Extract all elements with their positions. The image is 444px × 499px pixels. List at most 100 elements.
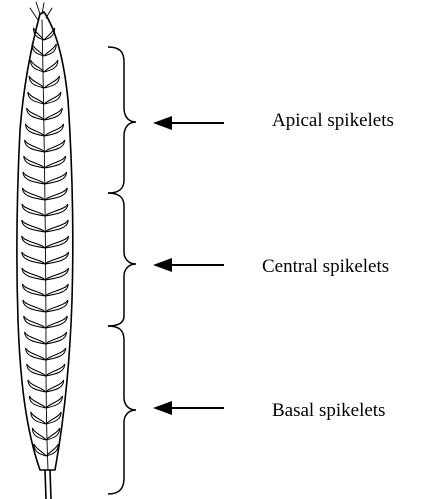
spikelet	[22, 188, 44, 200]
spikelet	[22, 220, 45, 232]
spikelet	[45, 236, 68, 248]
spikelet	[29, 396, 46, 408]
left-arrow-icon	[153, 116, 172, 130]
spikelet	[46, 444, 58, 456]
spikelet-vein	[47, 255, 66, 262]
spikelet-vein	[46, 79, 57, 86]
spikelet-vein	[32, 63, 42, 70]
spikelet-vein	[48, 415, 59, 422]
spikelet-vein	[24, 271, 43, 278]
spikelet-vein	[24, 287, 43, 294]
spikelet-vein	[47, 287, 66, 294]
spikelet-vein	[47, 175, 65, 182]
spikelet	[45, 188, 67, 200]
spikelet-vein	[48, 367, 63, 374]
central-spikelets-label: Central spikelets	[262, 256, 389, 278]
spikelet-vein	[30, 95, 43, 102]
spikelet-vein	[28, 351, 44, 358]
spikelet-vein	[29, 111, 43, 118]
spikelet-vein	[46, 31, 53, 38]
central-arrow	[153, 258, 224, 272]
spikelet-vein	[24, 223, 43, 230]
spikelet-vein	[27, 335, 44, 342]
ear-outline	[17, 12, 73, 470]
spikelet	[45, 284, 68, 296]
spikelet-vein	[47, 143, 63, 150]
spikelet-vein	[25, 303, 43, 310]
spikelet	[32, 428, 46, 440]
spikelet-vein	[24, 207, 43, 214]
spikelet	[44, 108, 62, 120]
spikelet	[44, 44, 56, 56]
spikelet	[45, 156, 66, 168]
spikelet-vein	[48, 447, 56, 454]
spikelet-vein	[48, 351, 64, 358]
spikelet	[44, 76, 59, 88]
spikelet-vein	[47, 207, 66, 214]
spikelet-vein	[48, 383, 62, 390]
spikelet-vein	[36, 447, 44, 454]
spikelet	[44, 60, 58, 72]
spikelet-vein	[33, 415, 44, 422]
central-brace	[108, 193, 136, 326]
spikelet	[46, 396, 63, 408]
spikelet	[26, 348, 46, 360]
spikelet-vein	[47, 239, 66, 246]
spikelet-vein	[46, 95, 59, 102]
spikelet	[44, 28, 55, 40]
spikelet	[22, 284, 45, 296]
spikelet	[28, 92, 45, 104]
spikelet	[46, 428, 60, 440]
spikelet	[46, 348, 66, 360]
spikelet-vein	[46, 63, 56, 70]
spikelet	[44, 92, 61, 104]
spikelet-vein	[47, 303, 65, 310]
spikelet	[22, 236, 45, 248]
spikelet	[22, 252, 45, 264]
apical-brace	[108, 47, 136, 193]
spikelet	[45, 204, 68, 216]
spikelet-vein	[29, 367, 44, 374]
spikelet	[24, 316, 46, 328]
spikelet-vein	[31, 399, 44, 406]
spikelet	[45, 316, 67, 328]
spikelet-vein	[47, 319, 65, 326]
basal-arrow	[153, 401, 224, 415]
spikelet-vein	[35, 31, 42, 38]
spikelet	[45, 300, 67, 312]
spikelet	[46, 380, 64, 392]
spikelet	[23, 300, 45, 312]
spikelet	[46, 412, 61, 424]
spikelet-vein	[47, 271, 66, 278]
spikelet-vein	[47, 159, 64, 166]
spikelet-vein	[47, 191, 65, 198]
spikelet-vein	[28, 127, 43, 134]
spikelet-vein	[31, 79, 42, 86]
spikelet-vein	[48, 431, 58, 438]
basal-spikelets-label: Basal spikelets	[272, 400, 385, 422]
basal-brace	[108, 326, 136, 494]
spikelet-vein	[26, 159, 43, 166]
spikelet	[46, 332, 67, 344]
spikelet-vein	[34, 47, 42, 54]
apical-spikelets-label: Apical spikelets	[272, 110, 394, 132]
apical-arrow	[153, 116, 224, 130]
left-arrow-icon	[153, 401, 172, 415]
spikelet-vein	[24, 239, 43, 246]
spikelet-vein	[34, 431, 44, 438]
spikelet-vein	[47, 127, 62, 134]
spikelet-vein	[46, 47, 54, 54]
spikelet	[25, 332, 46, 344]
spikelet-vein	[25, 175, 43, 182]
spikelet	[45, 124, 64, 136]
spikelet	[28, 380, 46, 392]
spikelet-vein	[46, 111, 60, 118]
spikelet	[45, 252, 68, 264]
spikelet-vein	[48, 335, 65, 342]
spikelet	[45, 140, 65, 152]
spikelet	[45, 172, 67, 184]
spikelet-vein	[30, 383, 44, 390]
spikelet	[22, 204, 45, 216]
spikelet	[22, 268, 45, 280]
